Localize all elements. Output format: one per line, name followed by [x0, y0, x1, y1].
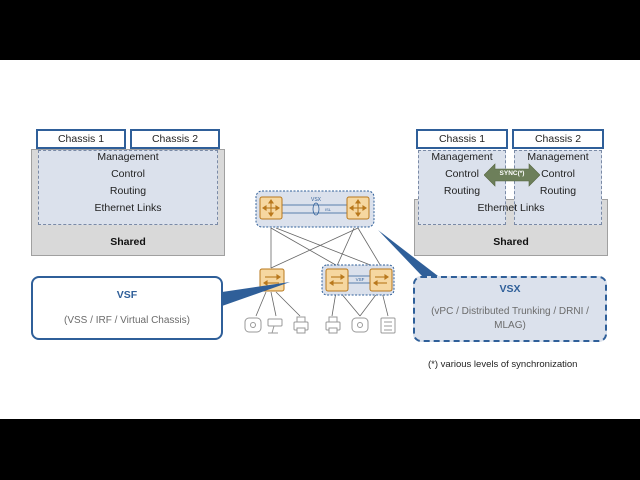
access-point-icon	[351, 317, 369, 333]
footnote: (*) various levels of synchronization	[428, 359, 578, 370]
vsx-callout-subtitle-line-1: (vPC / Distributed Trunking / DRNI /	[431, 306, 589, 317]
layer-routing: Routing	[109, 185, 147, 197]
chassis-2-control-box	[514, 150, 602, 225]
layer-ethernet-links: Ethernet Links	[94, 202, 162, 214]
vsf-callout: VSF (VSS / IRF / Virtual Chassis)	[31, 276, 223, 340]
vsx-callout-subtitle-line-2: MLAG)	[494, 320, 526, 331]
stack-switch-2-icon	[369, 268, 393, 292]
chassis-2-tab: Chassis 2	[130, 129, 220, 149]
layer-list: Management Control Routing Ethernet Link…	[38, 149, 218, 217]
core-switch-1-icon	[259, 196, 283, 220]
vsx-callout: VSX (vPC / Distributed Trunking / DRNI /…	[413, 276, 607, 342]
sync-arrow-icon	[484, 163, 540, 187]
chassis-2-tab: Chassis 2	[512, 129, 604, 149]
layer-control: Control	[445, 168, 479, 180]
stack-switch-1-icon	[325, 268, 349, 292]
layer-management: Management	[97, 151, 159, 163]
network-topology: VSX ISL	[244, 190, 396, 334]
layer-control: Control	[111, 168, 145, 180]
vsx-topology-label: VSX	[311, 197, 322, 203]
shared-label: Shared	[493, 236, 529, 248]
chassis-1-tab: Chassis 1	[416, 129, 508, 149]
layer-routing: Routing	[443, 185, 481, 197]
layer-control: Control	[541, 168, 575, 180]
ip-phone-icon	[380, 317, 396, 334]
sync-label: SYNC(*)	[499, 170, 525, 177]
layer-routing: Routing	[539, 185, 577, 197]
chassis-1-layer-list: Management Control Routing	[418, 149, 506, 200]
shared-label: Shared	[110, 236, 146, 248]
vsf-callout-title: VSF	[116, 289, 138, 301]
vsf-callout-subtitle: (VSS / IRF / Virtual Chassis)	[64, 315, 190, 326]
isl-label: ISL	[325, 207, 332, 212]
callout-pointers	[222, 230, 438, 306]
vsx-core-group	[255, 190, 375, 228]
control-plane-box	[38, 150, 218, 225]
camera-icon	[267, 318, 283, 334]
chassis-2-layer-list: Management Control Routing	[514, 149, 602, 200]
layer-management: Management	[527, 151, 589, 163]
core-switch-2-icon	[346, 196, 370, 220]
chassis-1-control-box	[418, 150, 506, 225]
vsf-callout-pointer	[222, 282, 290, 306]
layer-management: Management	[431, 151, 493, 163]
printer-icon	[293, 316, 309, 334]
chassis-1-tab: Chassis 1	[36, 129, 126, 149]
access-point-icon	[244, 317, 262, 333]
vsx-callout-pointer	[378, 230, 438, 276]
layer-ethernet-links: Ethernet Links	[477, 202, 545, 214]
vsf-topology-label: VSF	[356, 277, 365, 282]
vsx-callout-title: VSX	[499, 283, 521, 295]
slide: Chassis 1 Chassis 2 Management Control R…	[0, 60, 640, 419]
topology-links	[255, 227, 389, 317]
printer-icon	[325, 316, 341, 334]
